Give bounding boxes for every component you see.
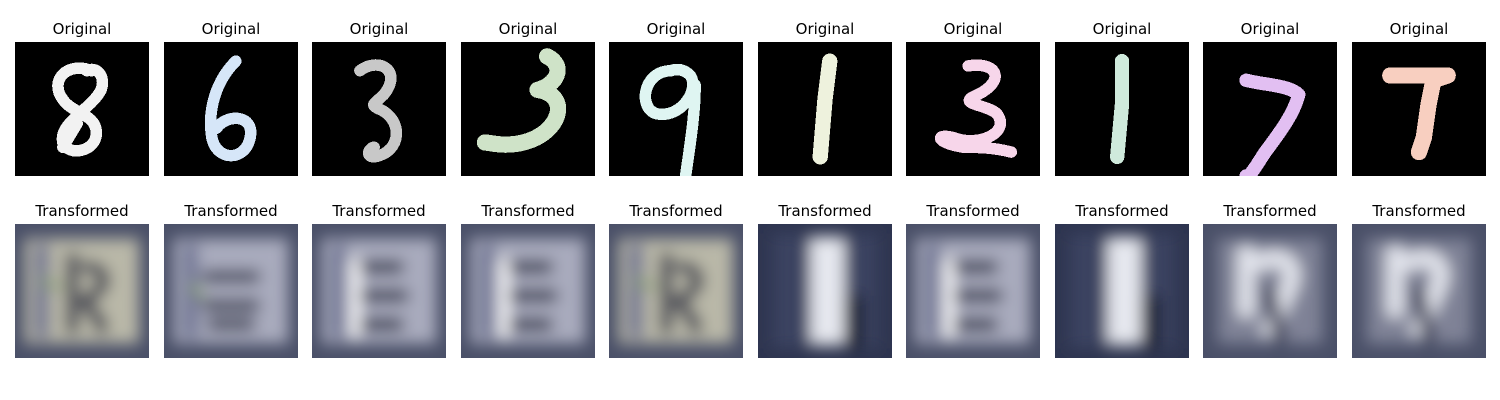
original-title-5: Original bbox=[795, 20, 855, 38]
original-title-1: Original bbox=[201, 20, 261, 38]
transformed-title-7: Transformed bbox=[1075, 202, 1169, 220]
transformed-image-3 bbox=[461, 224, 595, 358]
original-image-6 bbox=[906, 42, 1040, 176]
transformed-image-0 bbox=[15, 224, 149, 358]
original-image-9 bbox=[1352, 42, 1486, 176]
transformed-image-1 bbox=[164, 224, 298, 358]
transformed-title-8: Transformed bbox=[1223, 202, 1317, 220]
original-image-8 bbox=[1203, 42, 1337, 176]
original-title-9: Original bbox=[1389, 20, 1449, 38]
transformed-image-5 bbox=[758, 224, 892, 358]
transformed-title-3: Transformed bbox=[481, 202, 575, 220]
original-image-1 bbox=[164, 42, 298, 176]
transformed-image-4 bbox=[609, 224, 743, 358]
original-title-2: Original bbox=[349, 20, 409, 38]
original-title-0: Original bbox=[52, 20, 112, 38]
transformed-title-4: Transformed bbox=[629, 202, 723, 220]
original-image-4 bbox=[609, 42, 743, 176]
original-title-4: Original bbox=[646, 20, 706, 38]
original-image-0 bbox=[15, 42, 149, 176]
original-title-3: Original bbox=[498, 20, 558, 38]
transformed-title-6: Transformed bbox=[926, 202, 1020, 220]
transformed-title-2: Transformed bbox=[332, 202, 426, 220]
transformed-image-7 bbox=[1055, 224, 1189, 358]
transformed-title-5: Transformed bbox=[778, 202, 872, 220]
transformed-image-8 bbox=[1203, 224, 1337, 358]
original-image-3 bbox=[461, 42, 595, 176]
transformed-title-1: Transformed bbox=[184, 202, 278, 220]
original-title-6: Original bbox=[943, 20, 1003, 38]
original-image-5 bbox=[758, 42, 892, 176]
transformed-title-9: Transformed bbox=[1372, 202, 1466, 220]
transformed-image-6 bbox=[906, 224, 1040, 358]
transformed-title-0: Transformed bbox=[35, 202, 129, 220]
original-title-7: Original bbox=[1092, 20, 1152, 38]
original-image-7 bbox=[1055, 42, 1189, 176]
transformed-image-9 bbox=[1352, 224, 1486, 358]
original-image-2 bbox=[312, 42, 446, 176]
transformed-image-2 bbox=[312, 224, 446, 358]
original-title-8: Original bbox=[1240, 20, 1300, 38]
